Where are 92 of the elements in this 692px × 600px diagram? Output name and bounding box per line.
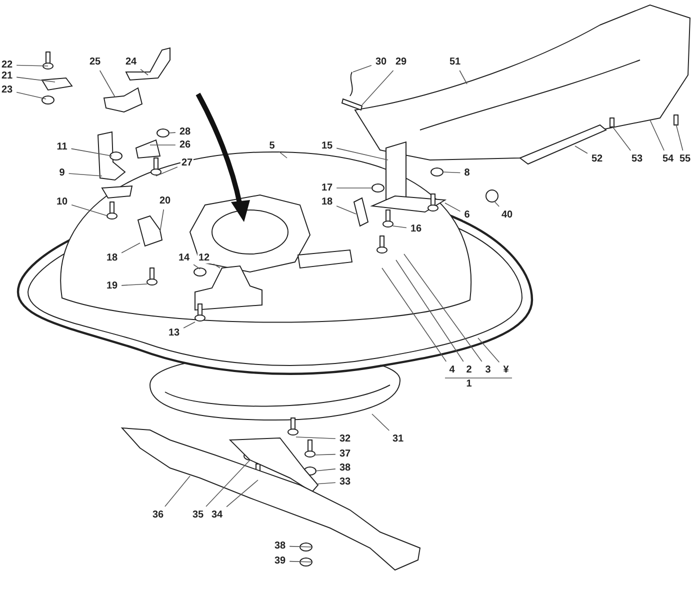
callout-number: 55	[678, 154, 692, 164]
leader-line	[382, 268, 447, 362]
callout-number: 5	[268, 140, 276, 152]
leader-line	[289, 546, 312, 548]
leader-line	[574, 146, 588, 154]
leader-line	[156, 166, 178, 176]
leader-line	[68, 173, 102, 176]
callout-number: 38	[338, 462, 352, 474]
callout-number: 20	[158, 196, 172, 206]
leader-line	[314, 468, 336, 472]
callout-number: 54	[661, 154, 675, 164]
leader-line	[444, 202, 461, 212]
callout-number: 31	[391, 434, 405, 444]
leader-line	[289, 560, 312, 562]
callout-number: 36	[151, 510, 165, 520]
leader-line	[316, 482, 336, 484]
callout-number: 8	[463, 168, 471, 178]
callout-number: 21	[0, 70, 14, 82]
callout-number: ¥	[502, 364, 510, 376]
callout-number: 18	[320, 196, 334, 208]
leader-line	[336, 148, 388, 160]
leader-line	[494, 200, 500, 207]
callout-number: 34	[210, 510, 224, 520]
leader-line	[404, 254, 482, 362]
leader-line	[16, 92, 46, 100]
callout-number: 10	[55, 196, 69, 208]
leader-line	[296, 436, 336, 439]
leader-line	[676, 124, 684, 151]
callout-number: 1	[465, 378, 473, 390]
callout-number: 13	[167, 328, 181, 338]
callout-number: 3	[484, 364, 492, 376]
leader-line	[442, 172, 461, 174]
callout-number: 16	[409, 224, 423, 234]
callout-number: 17	[320, 182, 334, 194]
leader-line	[140, 68, 148, 76]
callout-number: 11	[56, 142, 68, 152]
callout-number: 23	[0, 84, 14, 96]
callout-number: 18	[105, 252, 119, 264]
callout-number: 15	[320, 140, 334, 152]
leader-line	[160, 209, 164, 232]
leader-line	[70, 148, 112, 156]
leader-line	[352, 65, 372, 72]
leader-line	[206, 460, 250, 507]
callout-number: 26	[178, 140, 192, 150]
callout-number: 51	[448, 56, 462, 68]
callout-number: 25	[88, 56, 102, 68]
callout-number: 24	[124, 56, 138, 68]
leader-line	[213, 264, 220, 268]
leader-line	[478, 338, 500, 363]
callout-number: 35	[191, 510, 205, 520]
callout-number: 12	[197, 252, 211, 264]
leader-line	[372, 414, 390, 431]
leader-line	[226, 480, 258, 508]
callout-number: 14	[177, 252, 191, 264]
callout-number: 22	[0, 60, 14, 70]
callout-number: 19	[105, 280, 119, 292]
callout-number: 52	[590, 154, 604, 164]
callout-number: 30	[374, 56, 388, 68]
leader-line	[362, 70, 394, 106]
leader-line	[121, 284, 148, 286]
leader-line	[392, 226, 407, 228]
leader-line	[336, 206, 356, 214]
callout-number: 53	[630, 154, 644, 164]
callout-number: 39	[273, 556, 287, 566]
callout-number: 2	[465, 364, 473, 376]
leader-line	[150, 144, 176, 146]
leader-line	[71, 204, 108, 216]
callout-number: 4	[448, 364, 456, 376]
leader-line	[193, 264, 200, 270]
leader-line	[16, 64, 48, 66]
leader-line	[99, 70, 116, 98]
leader-line	[168, 132, 176, 134]
leader-line	[396, 260, 464, 362]
leader-line	[16, 76, 56, 82]
callout-number: 32	[338, 434, 352, 444]
leader-line	[164, 476, 190, 507]
leader-line	[183, 322, 196, 328]
callout-number: 38	[273, 540, 287, 552]
callout-number: 33	[338, 476, 352, 488]
callout-number: 27	[180, 158, 194, 168]
callout-number: 37	[338, 448, 352, 460]
callout-number: 29	[394, 56, 408, 68]
leader-line	[459, 70, 468, 84]
leader-line	[650, 120, 664, 151]
leader-line	[278, 151, 288, 158]
leader-line	[612, 126, 631, 151]
callout-number: 6	[463, 210, 471, 220]
leader-line	[121, 242, 140, 254]
leader-line	[314, 454, 336, 456]
callout-number: 28	[178, 126, 192, 138]
callout-number: 9	[58, 168, 66, 178]
callout-number: 40	[500, 210, 514, 220]
